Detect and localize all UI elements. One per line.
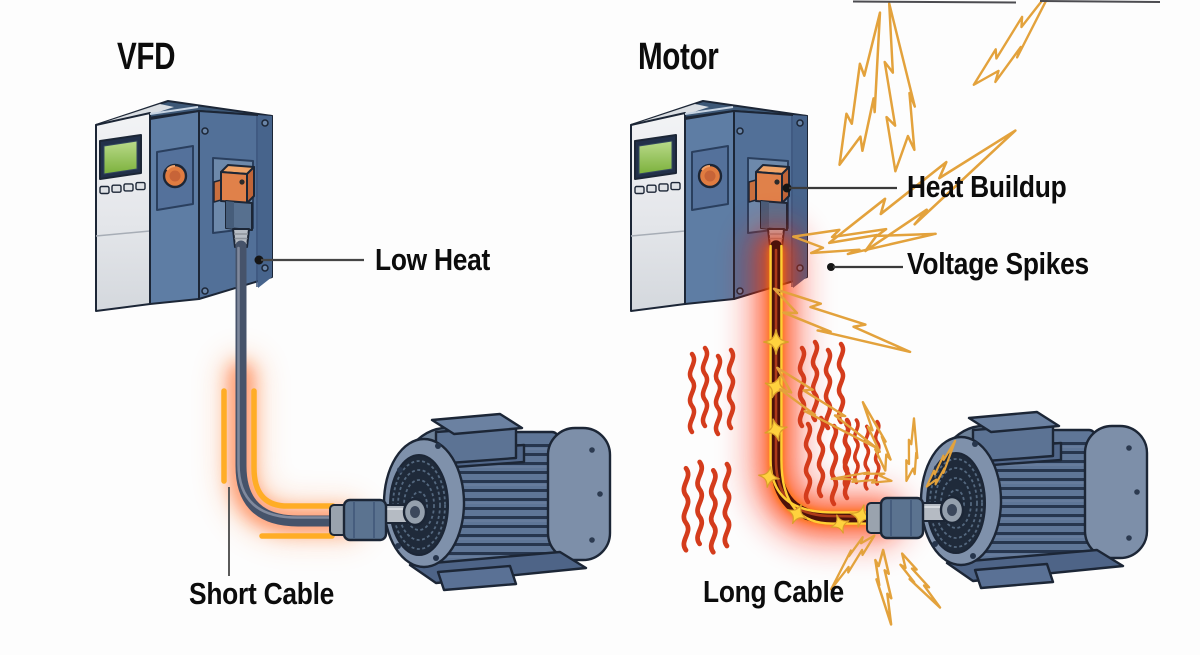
leader-heat-buildup [782,183,897,193]
callout-short-cable: Short Cable [189,576,335,611]
leader-dot-heat-buildup [782,183,792,193]
top-edge-lines [852,0,1161,4]
heat-wave-icon [684,462,729,552]
lightning-bolt-icon [806,11,925,173]
leader-voltage-spikes [827,263,903,271]
leader-dot-low-heat [254,255,264,265]
lightning-bolt-icon [895,546,942,617]
motor-left [328,412,612,592]
left-title: VFD [117,36,176,78]
right-title: Motor [638,36,719,78]
callout-voltage-spikes: Voltage Spikes [907,246,1089,281]
lightning-bolt-icon [954,0,1080,95]
leader-dot-voltage-spikes [827,263,835,271]
voltage-spike-bolts [764,0,1080,474]
lightning-bolt-icon [856,2,943,176]
leader-low-heat [254,255,364,265]
heat-glow-long-cable [744,220,910,550]
heat-wave-icon [690,348,733,434]
heat-line-icon [221,388,336,539]
lightning-bolt-icon [866,547,902,626]
callout-low-heat: Low Heat [375,242,491,277]
callout-long-cable: Long Cable [703,574,844,609]
cable-short [235,240,358,527]
cable-long [769,240,892,525]
callout-heat-buildup: Heat Buildup [907,169,1067,204]
